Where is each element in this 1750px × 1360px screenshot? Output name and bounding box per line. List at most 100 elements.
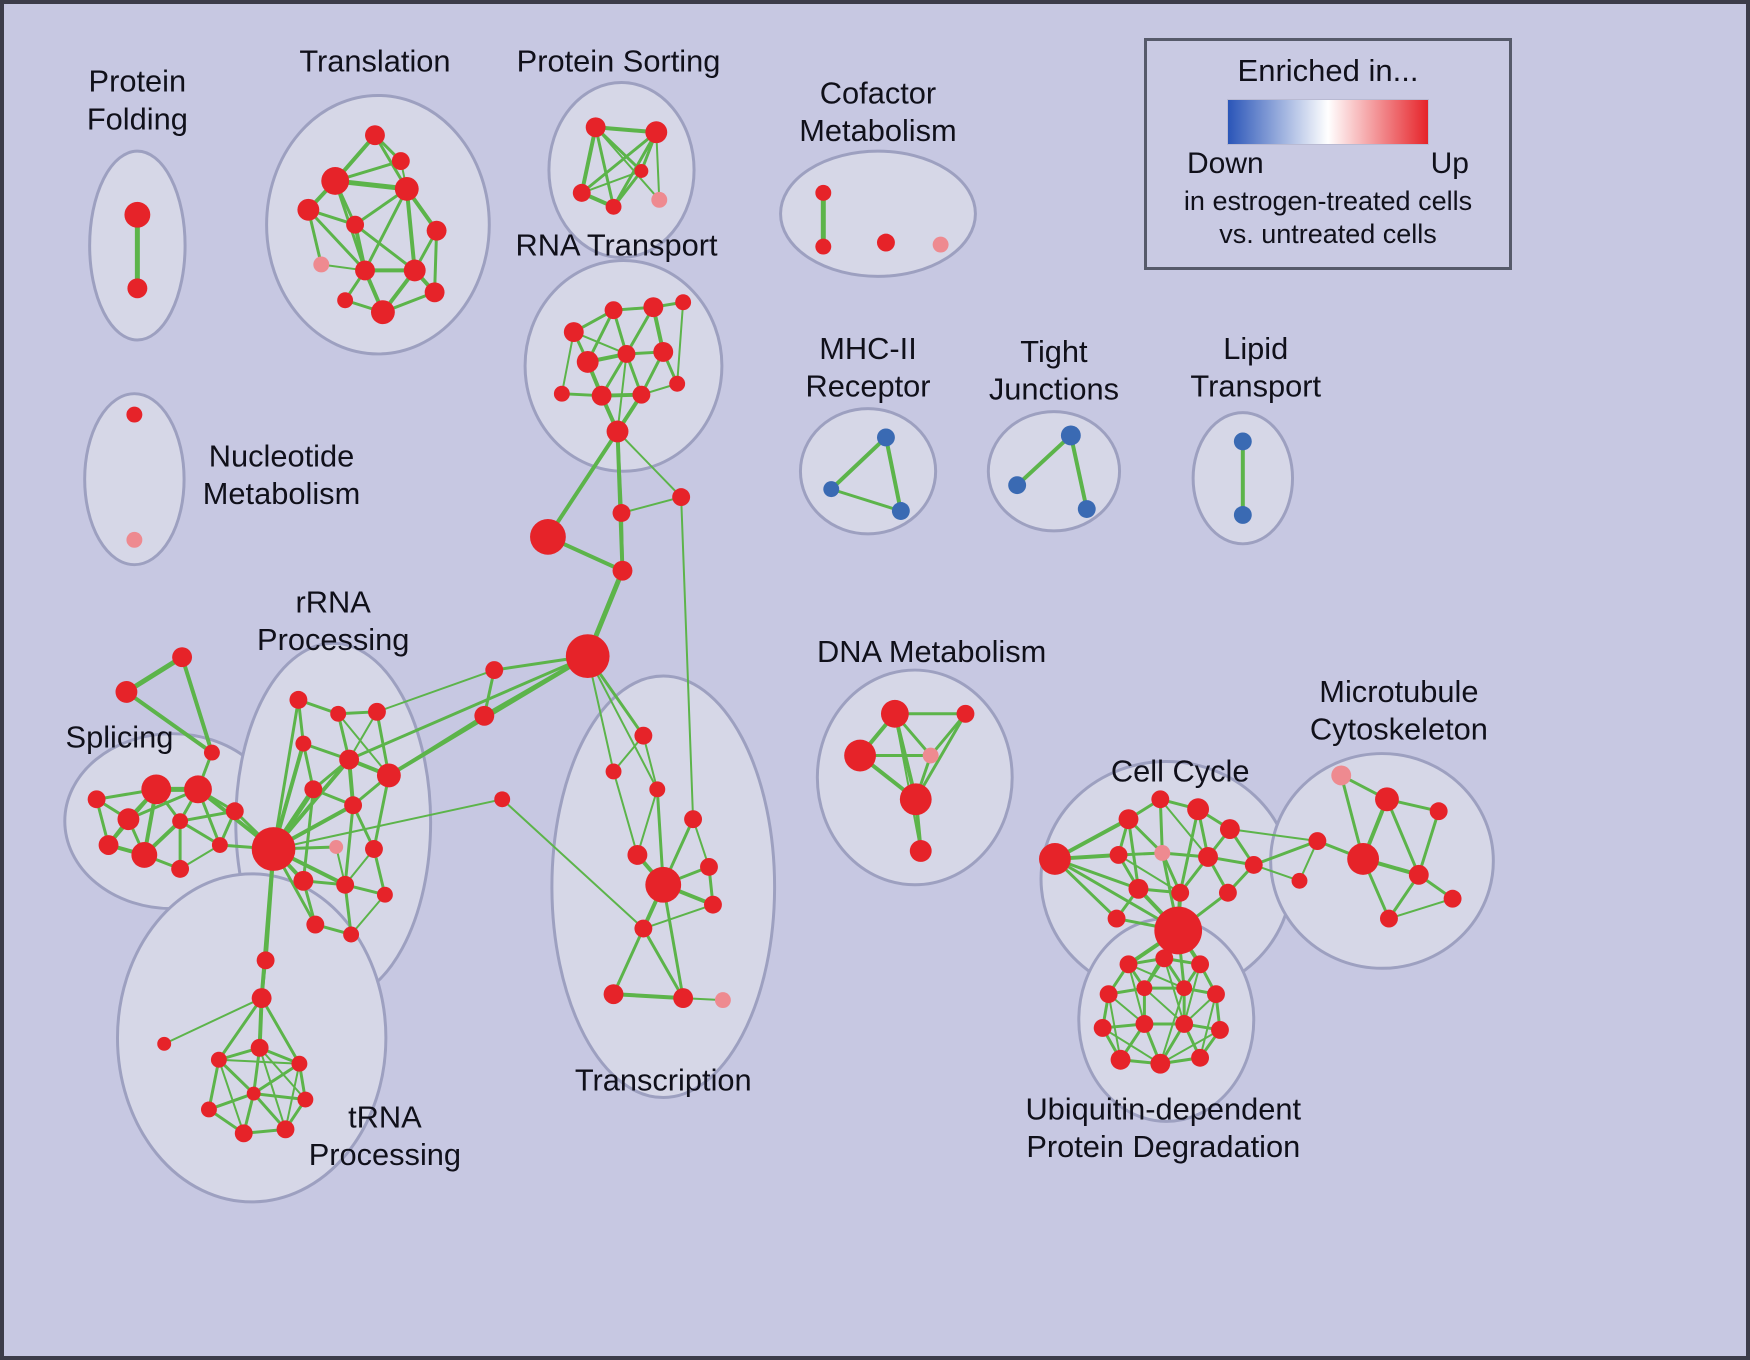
edge	[272, 698, 300, 851]
edge	[612, 770, 639, 856]
transcription-node-6	[700, 857, 718, 876]
splicing-node-2	[117, 808, 140, 831]
transcription-node-4	[627, 845, 648, 865]
edge	[180, 655, 214, 755]
tight-junctions-node-1	[1008, 476, 1027, 495]
transcription-node-5	[645, 866, 682, 903]
translation-node-9	[370, 300, 395, 325]
edge	[1159, 987, 1186, 1065]
transcription-node-7	[704, 895, 722, 914]
rna-transport-node-2	[643, 297, 664, 318]
rrna-processing-node-5	[339, 749, 360, 770]
splicing-label: Splicing	[66, 720, 174, 755]
edge	[829, 487, 903, 513]
translation-node-12	[391, 152, 410, 171]
ubiquitin-degradation-node-3	[1099, 985, 1118, 1004]
edge	[1101, 1026, 1162, 1065]
edge	[594, 125, 616, 209]
dna-metabolism-node-2	[844, 739, 876, 772]
nucleotide-metabolism-node-0	[126, 406, 143, 423]
edge	[580, 130, 658, 195]
microtubule-cytoskeleton-node-7	[1291, 872, 1308, 889]
rna-transport-node-11	[553, 385, 570, 402]
edge	[1158, 797, 1164, 855]
edge	[260, 996, 301, 1066]
translation-node-5	[426, 220, 447, 241]
cell-cycle-node-8	[1244, 855, 1263, 874]
microtubule-cytoskeleton-node-0	[1331, 765, 1352, 786]
rna-transport-node-6	[653, 342, 674, 362]
edge	[1199, 993, 1217, 1059]
ubiquitin-degradation-node-12	[1150, 1053, 1171, 1074]
splicing-node-8	[225, 802, 244, 821]
cofactor-metabolism-cluster-ellipse	[779, 149, 977, 278]
edge	[1159, 798, 1210, 858]
translation-node-4	[394, 176, 419, 201]
trna-processing-node-4	[297, 1091, 314, 1108]
rrna-processing-node-9	[329, 840, 344, 854]
edge	[560, 331, 575, 395]
edge	[387, 714, 486, 777]
edge	[259, 847, 276, 1001]
transcription-label: Transcription	[575, 1063, 752, 1098]
legend-box: Enriched in... Down Up in estrogen-treat…	[1144, 38, 1512, 270]
edge	[343, 803, 355, 887]
translation-label: Translation	[299, 44, 450, 79]
rrna-processing-node-2	[330, 705, 347, 722]
legend-subtitle-line1: in estrogen-treated cells	[1183, 186, 1473, 216]
splicing-node-5	[131, 842, 158, 868]
microtubule-cytoskeleton-node-4	[1347, 843, 1380, 875]
transcription-node-11	[714, 992, 731, 1009]
dna-metabolism-cluster-ellipse	[815, 668, 1014, 887]
rna-transport-node-5	[617, 344, 636, 363]
ubiquitin-degradation-node-10	[1211, 1020, 1229, 1039]
edge	[642, 734, 659, 791]
translation-node-3	[346, 215, 365, 234]
rna-transport-node-0	[563, 322, 584, 342]
edge	[893, 712, 922, 852]
transcription-node-2	[649, 781, 666, 798]
edge	[363, 187, 409, 272]
rna-transport-node-7	[591, 385, 612, 406]
ubiquitin-degradation-node-9	[1175, 1015, 1194, 1033]
cell-cycle-node-2	[1151, 790, 1170, 809]
edge	[1159, 1028, 1221, 1065]
nucleotide-metabolism-node-1	[126, 531, 143, 548]
dna-metabolism-node-5	[909, 840, 932, 862]
edge	[616, 430, 683, 499]
edge	[1228, 828, 1319, 843]
rrna-processing-node-8	[344, 796, 363, 815]
ubiquitin-degradation-node-4	[1136, 980, 1153, 997]
ubiquitin-degradation-node-0	[1119, 955, 1138, 974]
trna-processing-cluster-ellipse	[115, 872, 388, 1204]
edge	[1068, 433, 1089, 511]
translation-node-8	[403, 259, 426, 282]
edge	[1178, 807, 1200, 895]
edge	[124, 689, 214, 755]
microtubule-cytoskeleton-node-2	[1429, 802, 1448, 821]
translation-node-7	[355, 260, 375, 281]
rna-transport-node-1	[604, 301, 623, 320]
ubiquitin-degradation-node-1	[1155, 949, 1174, 968]
trna-processing-node-7	[200, 1101, 217, 1118]
protein-sorting-label: Protein Sorting	[517, 44, 721, 79]
edge	[1387, 897, 1454, 920]
edge	[306, 208, 367, 272]
edge	[217, 1058, 245, 1135]
transcription-node-0	[634, 726, 653, 745]
mhc-ii-receptor-cluster-ellipse	[798, 407, 938, 536]
connectors-node-3	[612, 560, 633, 581]
trna-processing-node-2	[250, 1038, 269, 1057]
mhc-ii-receptor-node-2	[891, 502, 910, 520]
microtubule-cytoskeleton-node-6	[1443, 889, 1462, 908]
cofactor-metabolism-node-3	[932, 236, 949, 253]
edge	[1015, 433, 1073, 488]
dna-metabolism-label: DNA Metabolism	[817, 634, 1046, 669]
edge	[123, 654, 185, 695]
splicing-node-1	[184, 775, 212, 804]
